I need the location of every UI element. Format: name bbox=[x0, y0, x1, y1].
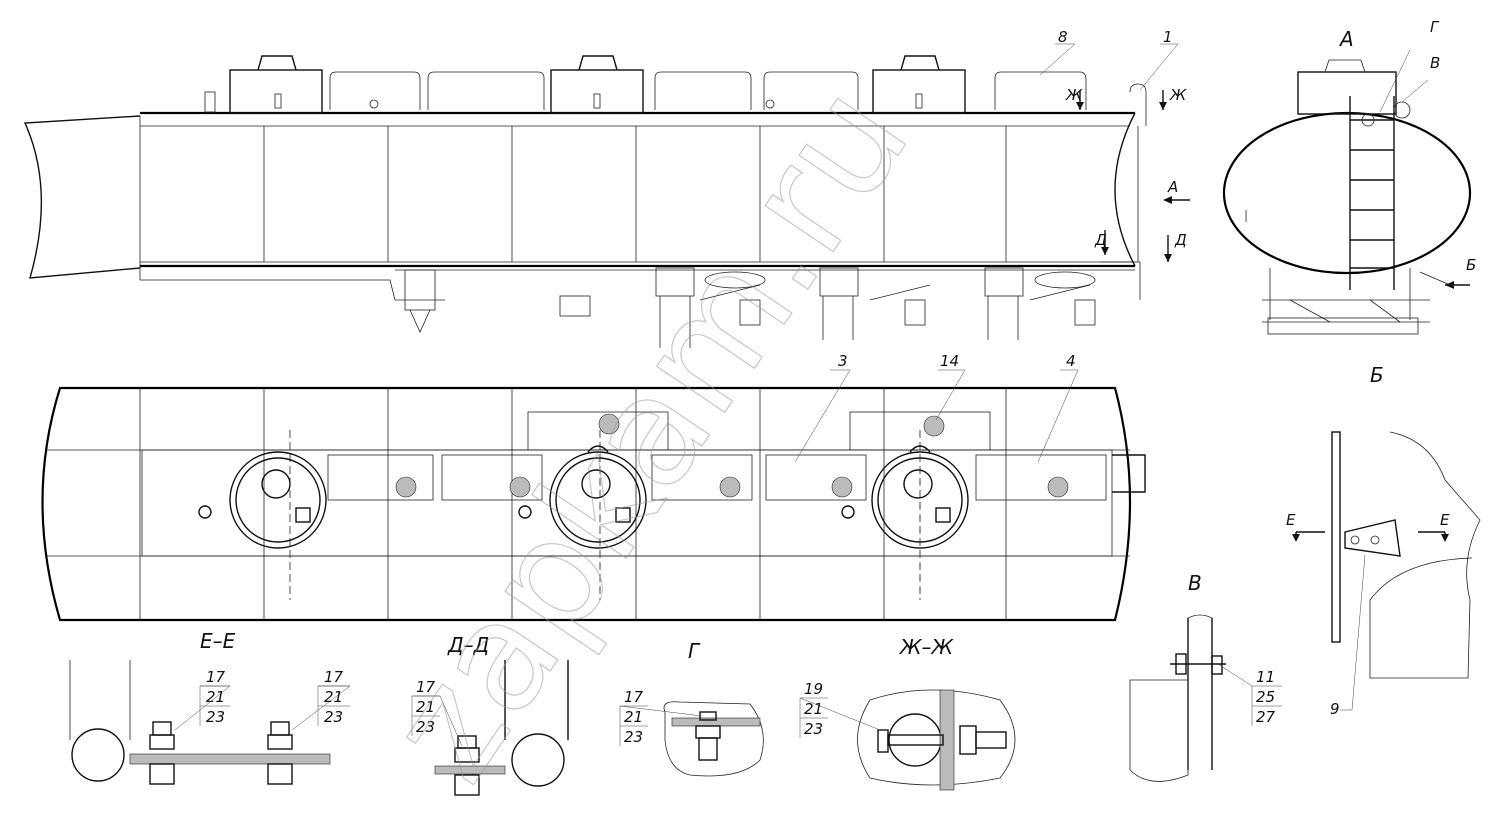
position-9-label: 9 bbox=[1330, 700, 1340, 718]
view-v-marker: В bbox=[1430, 54, 1440, 72]
svg-text:21: 21 bbox=[324, 688, 343, 706]
position-4-label: 4 bbox=[1066, 352, 1076, 370]
detail-g-title: Г bbox=[688, 639, 701, 663]
zh-arrow-right-label: Ж bbox=[1169, 86, 1187, 104]
view-a-title: А bbox=[1338, 27, 1354, 51]
position-3-label: 3 bbox=[838, 352, 848, 370]
view-g-marker: Г bbox=[1430, 18, 1440, 36]
svg-text:23: 23 bbox=[416, 718, 435, 736]
d-arrow-right-label: Д bbox=[1174, 231, 1187, 249]
detail-g bbox=[619, 701, 764, 777]
svg-text:23: 23 bbox=[624, 728, 643, 746]
e-arrow-right-label: Е bbox=[1440, 511, 1450, 529]
d-arrow-left-label: Д bbox=[1094, 231, 1107, 249]
section-ee-title: Е–Е bbox=[200, 629, 236, 653]
svg-text:23: 23 bbox=[804, 720, 823, 738]
svg-text:21: 21 bbox=[416, 698, 435, 716]
callout-stack-g: 17 21 23 bbox=[619, 688, 648, 746]
svg-text:17: 17 bbox=[416, 678, 436, 696]
svg-text:23: 23 bbox=[324, 708, 343, 726]
watermark: zapkam.ru bbox=[356, 56, 943, 810]
svg-text:17: 17 bbox=[624, 688, 644, 706]
callout-stack-ee-right: 17 21 23 bbox=[317, 668, 350, 726]
section-zhzh-title: Ж–Ж bbox=[898, 635, 955, 659]
section-dd-title: Д–Д bbox=[447, 633, 489, 657]
svg-text:23: 23 bbox=[206, 708, 225, 726]
detail-v-title: В bbox=[1188, 571, 1202, 595]
callout-stack-zhzh: 19 21 23 bbox=[799, 680, 828, 738]
view-b-arrow-label: Б bbox=[1466, 256, 1476, 274]
svg-text:27: 27 bbox=[1256, 708, 1276, 726]
view-a-arrow-label: А bbox=[1167, 178, 1178, 196]
svg-text:17: 17 bbox=[324, 668, 344, 686]
svg-text:19: 19 bbox=[804, 680, 823, 698]
svg-text:21: 21 bbox=[804, 700, 823, 718]
section-zhzh bbox=[799, 689, 1016, 791]
side-view bbox=[23, 43, 1190, 348]
svg-text:25: 25 bbox=[1256, 688, 1275, 706]
svg-text:17: 17 bbox=[206, 668, 226, 686]
e-arrow-left-label: Е bbox=[1286, 511, 1296, 529]
position-8-label: 8 bbox=[1058, 28, 1068, 46]
top-view bbox=[41, 369, 1146, 622]
detail-b bbox=[1292, 431, 1481, 711]
position-14-label: 14 bbox=[940, 352, 959, 370]
position-1-label: 1 bbox=[1163, 28, 1173, 46]
view-b-title: Б bbox=[1370, 363, 1384, 387]
zh-arrow-left-label: Ж bbox=[1065, 86, 1083, 104]
callout-stack-v: 11 25 27 bbox=[1251, 668, 1282, 726]
svg-text:11: 11 bbox=[1256, 668, 1275, 686]
callout-stack-ee-left: 17 21 23 bbox=[199, 668, 230, 726]
svg-text:21: 21 bbox=[624, 708, 643, 726]
detail-v bbox=[1129, 614, 1253, 782]
end-view-a bbox=[1222, 49, 1472, 335]
svg-text:21: 21 bbox=[206, 688, 225, 706]
callout-stack-dd: 17 21 23 bbox=[411, 678, 440, 736]
